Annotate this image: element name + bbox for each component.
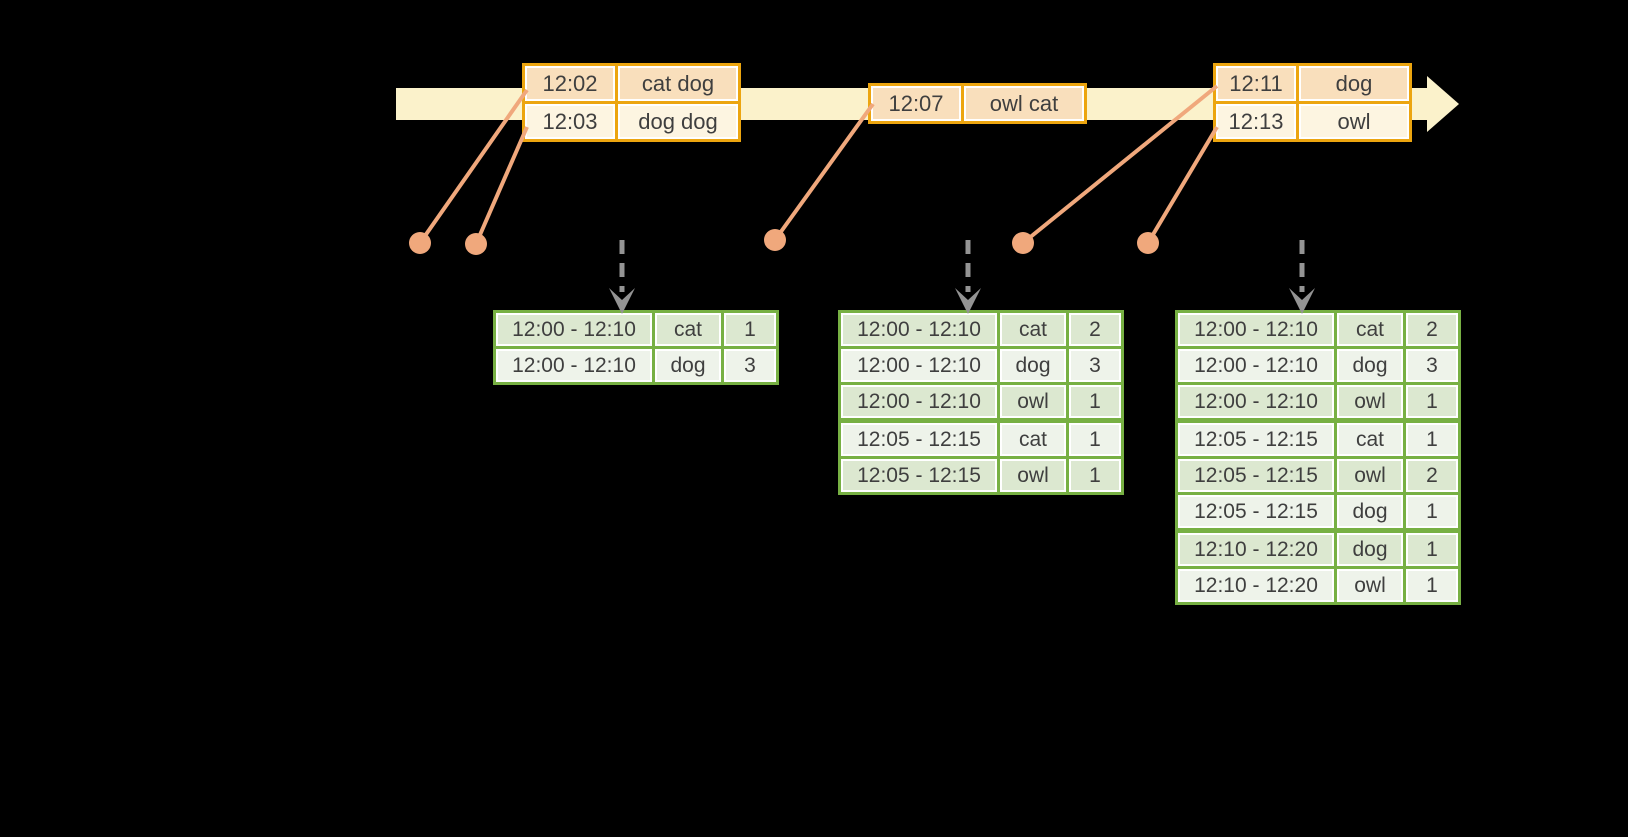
window-cell: 12:00 - 12:10 <box>493 346 655 385</box>
time-cell: 12:03 <box>522 101 618 142</box>
count-cell: 2 <box>1403 456 1461 495</box>
count-cell: 3 <box>1066 346 1124 385</box>
window-cell: 12:10 - 12:20 <box>1175 566 1337 605</box>
count-cell: 3 <box>721 346 779 385</box>
window-cell: 12:00 - 12:10 <box>1175 346 1337 385</box>
window-cell: 12:05 - 12:15 <box>1175 492 1337 532</box>
word-cell: owl <box>1334 566 1406 605</box>
word-cell: owl <box>1334 456 1406 495</box>
time-cell: 12:11 <box>1213 63 1299 104</box>
word-cell: dog <box>652 346 724 385</box>
window-cell: 12:00 - 12:10 <box>1175 310 1337 349</box>
word-cell: cat <box>997 418 1069 459</box>
time-cell: 12:02 <box>522 63 618 104</box>
window-cell: 12:00 - 12:10 <box>838 346 1000 385</box>
trigger-arrow-lines <box>619 240 1305 292</box>
window-cell: 12:00 - 12:10 <box>1175 382 1337 422</box>
count-cell: 1 <box>1066 382 1124 422</box>
event-dot <box>764 229 786 251</box>
word-cell: cat <box>652 310 724 349</box>
window-cell: 12:05 - 12:15 <box>838 418 1000 459</box>
event-dot <box>1137 232 1159 254</box>
word-cell: cat <box>1334 418 1406 459</box>
count-cell: 2 <box>1066 310 1124 349</box>
words-cell: owl cat <box>961 83 1087 124</box>
count-cell: 1 <box>1066 418 1124 459</box>
window-cell: 12:05 - 12:15 <box>1175 418 1337 459</box>
event-dot <box>1012 232 1034 254</box>
words-cell: dog dog <box>615 101 741 142</box>
event-connector-line <box>1146 125 1219 245</box>
count-cell: 1 <box>1403 492 1461 532</box>
word-cell: cat <box>997 310 1069 349</box>
words-cell: cat dog <box>615 63 741 104</box>
window-cell: 12:00 - 12:10 <box>493 310 655 349</box>
timeline-arrowhead-icon <box>1427 76 1459 132</box>
time-cell: 12:07 <box>868 83 964 124</box>
event-connector-line <box>773 102 875 242</box>
time-cell: 12:13 <box>1213 101 1299 142</box>
word-cell: dog <box>1334 528 1406 569</box>
words-cell: owl <box>1296 101 1412 142</box>
word-cell: cat <box>1334 310 1406 349</box>
words-cell: dog <box>1296 63 1412 104</box>
event-dot <box>465 233 487 255</box>
event-dots <box>409 229 1159 255</box>
word-cell: owl <box>997 456 1069 495</box>
word-cell: dog <box>997 346 1069 385</box>
window-cell: 12:10 - 12:20 <box>1175 528 1337 569</box>
word-cell: owl <box>1334 382 1406 422</box>
count-cell: 1 <box>1403 418 1461 459</box>
window-cell: 12:00 - 12:10 <box>838 310 1000 349</box>
event-connector-line <box>474 126 529 245</box>
window-cell: 12:05 - 12:15 <box>838 456 1000 495</box>
count-cell: 1 <box>1066 456 1124 495</box>
window-cell: 12:00 - 12:10 <box>838 382 1000 422</box>
count-cell: 3 <box>1403 346 1461 385</box>
event-dot <box>409 232 431 254</box>
count-cell: 1 <box>1403 528 1461 569</box>
word-cell: dog <box>1334 492 1406 532</box>
count-cell: 2 <box>1403 310 1461 349</box>
word-cell: dog <box>1334 346 1406 385</box>
count-cell: 1 <box>721 310 779 349</box>
word-cell: owl <box>997 382 1069 422</box>
count-cell: 1 <box>1403 566 1461 605</box>
window-cell: 12:05 - 12:15 <box>1175 456 1337 495</box>
count-cell: 1 <box>1403 382 1461 422</box>
